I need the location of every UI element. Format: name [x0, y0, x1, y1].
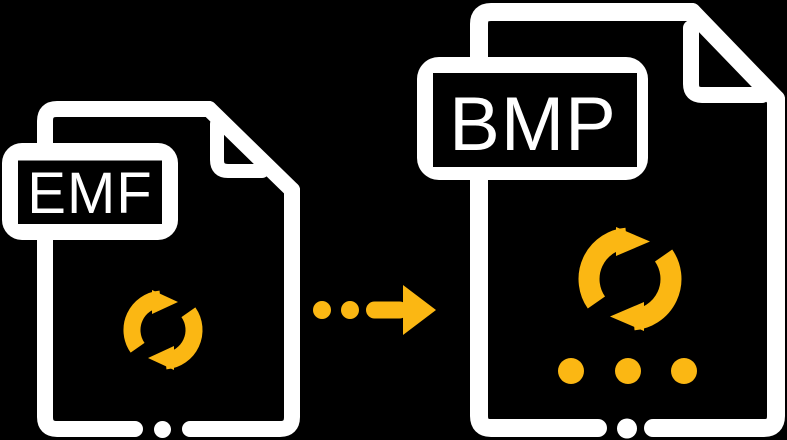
- target-format-label-text: BMP: [449, 82, 617, 167]
- source-format-label: EMF: [2, 143, 178, 240]
- target-document-outline-left: [470, 3, 701, 437]
- accent-shapes: [148, 227, 697, 384]
- target-document-outline-right: [644, 90, 785, 437]
- conversion-arrow-shaft: [366, 301, 408, 319]
- target-document-ellipsis-dot-3: [671, 358, 697, 384]
- source-sync-icon-arrowhead-top: [152, 290, 178, 314]
- document-bottom-dots: [154, 418, 637, 439]
- source-document-fold-flap: [210, 117, 269, 178]
- conversion-arrow-head: [403, 285, 436, 335]
- target-document: [470, 3, 785, 437]
- conversion-arrow-dot-2: [341, 301, 359, 319]
- target-document-ellipsis-dot-1: [558, 358, 584, 384]
- target-sync-icon-arrowhead-bottom: [610, 302, 644, 331]
- target-sync-icon-arrowhead-top: [616, 227, 650, 256]
- source-format-label-text: EMF: [27, 161, 152, 226]
- source-format-label-inner: [18, 160, 162, 224]
- target-format-label-inner: [433, 73, 637, 167]
- source-document-outline-left: [37, 101, 217, 437]
- source-document-bottom-dot: [154, 421, 171, 438]
- target-sync-icon-arc-bottom: [632, 249, 682, 331]
- target-sync-icon-arc-top: [578, 227, 628, 309]
- source-document: [37, 101, 300, 437]
- target-document-bottom-dot: [617, 418, 637, 439]
- target-document-fold-flap: [683, 20, 770, 103]
- target-document-ellipsis-dot-2: [615, 358, 641, 384]
- source-document-outline-right: [182, 182, 300, 437]
- target-format-label: BMP: [417, 57, 648, 180]
- target-document-fold-edge: [683, 3, 785, 108]
- source-sync-icon-arrowhead-bottom: [148, 346, 174, 370]
- conversion-arrow-dot-1: [313, 301, 331, 319]
